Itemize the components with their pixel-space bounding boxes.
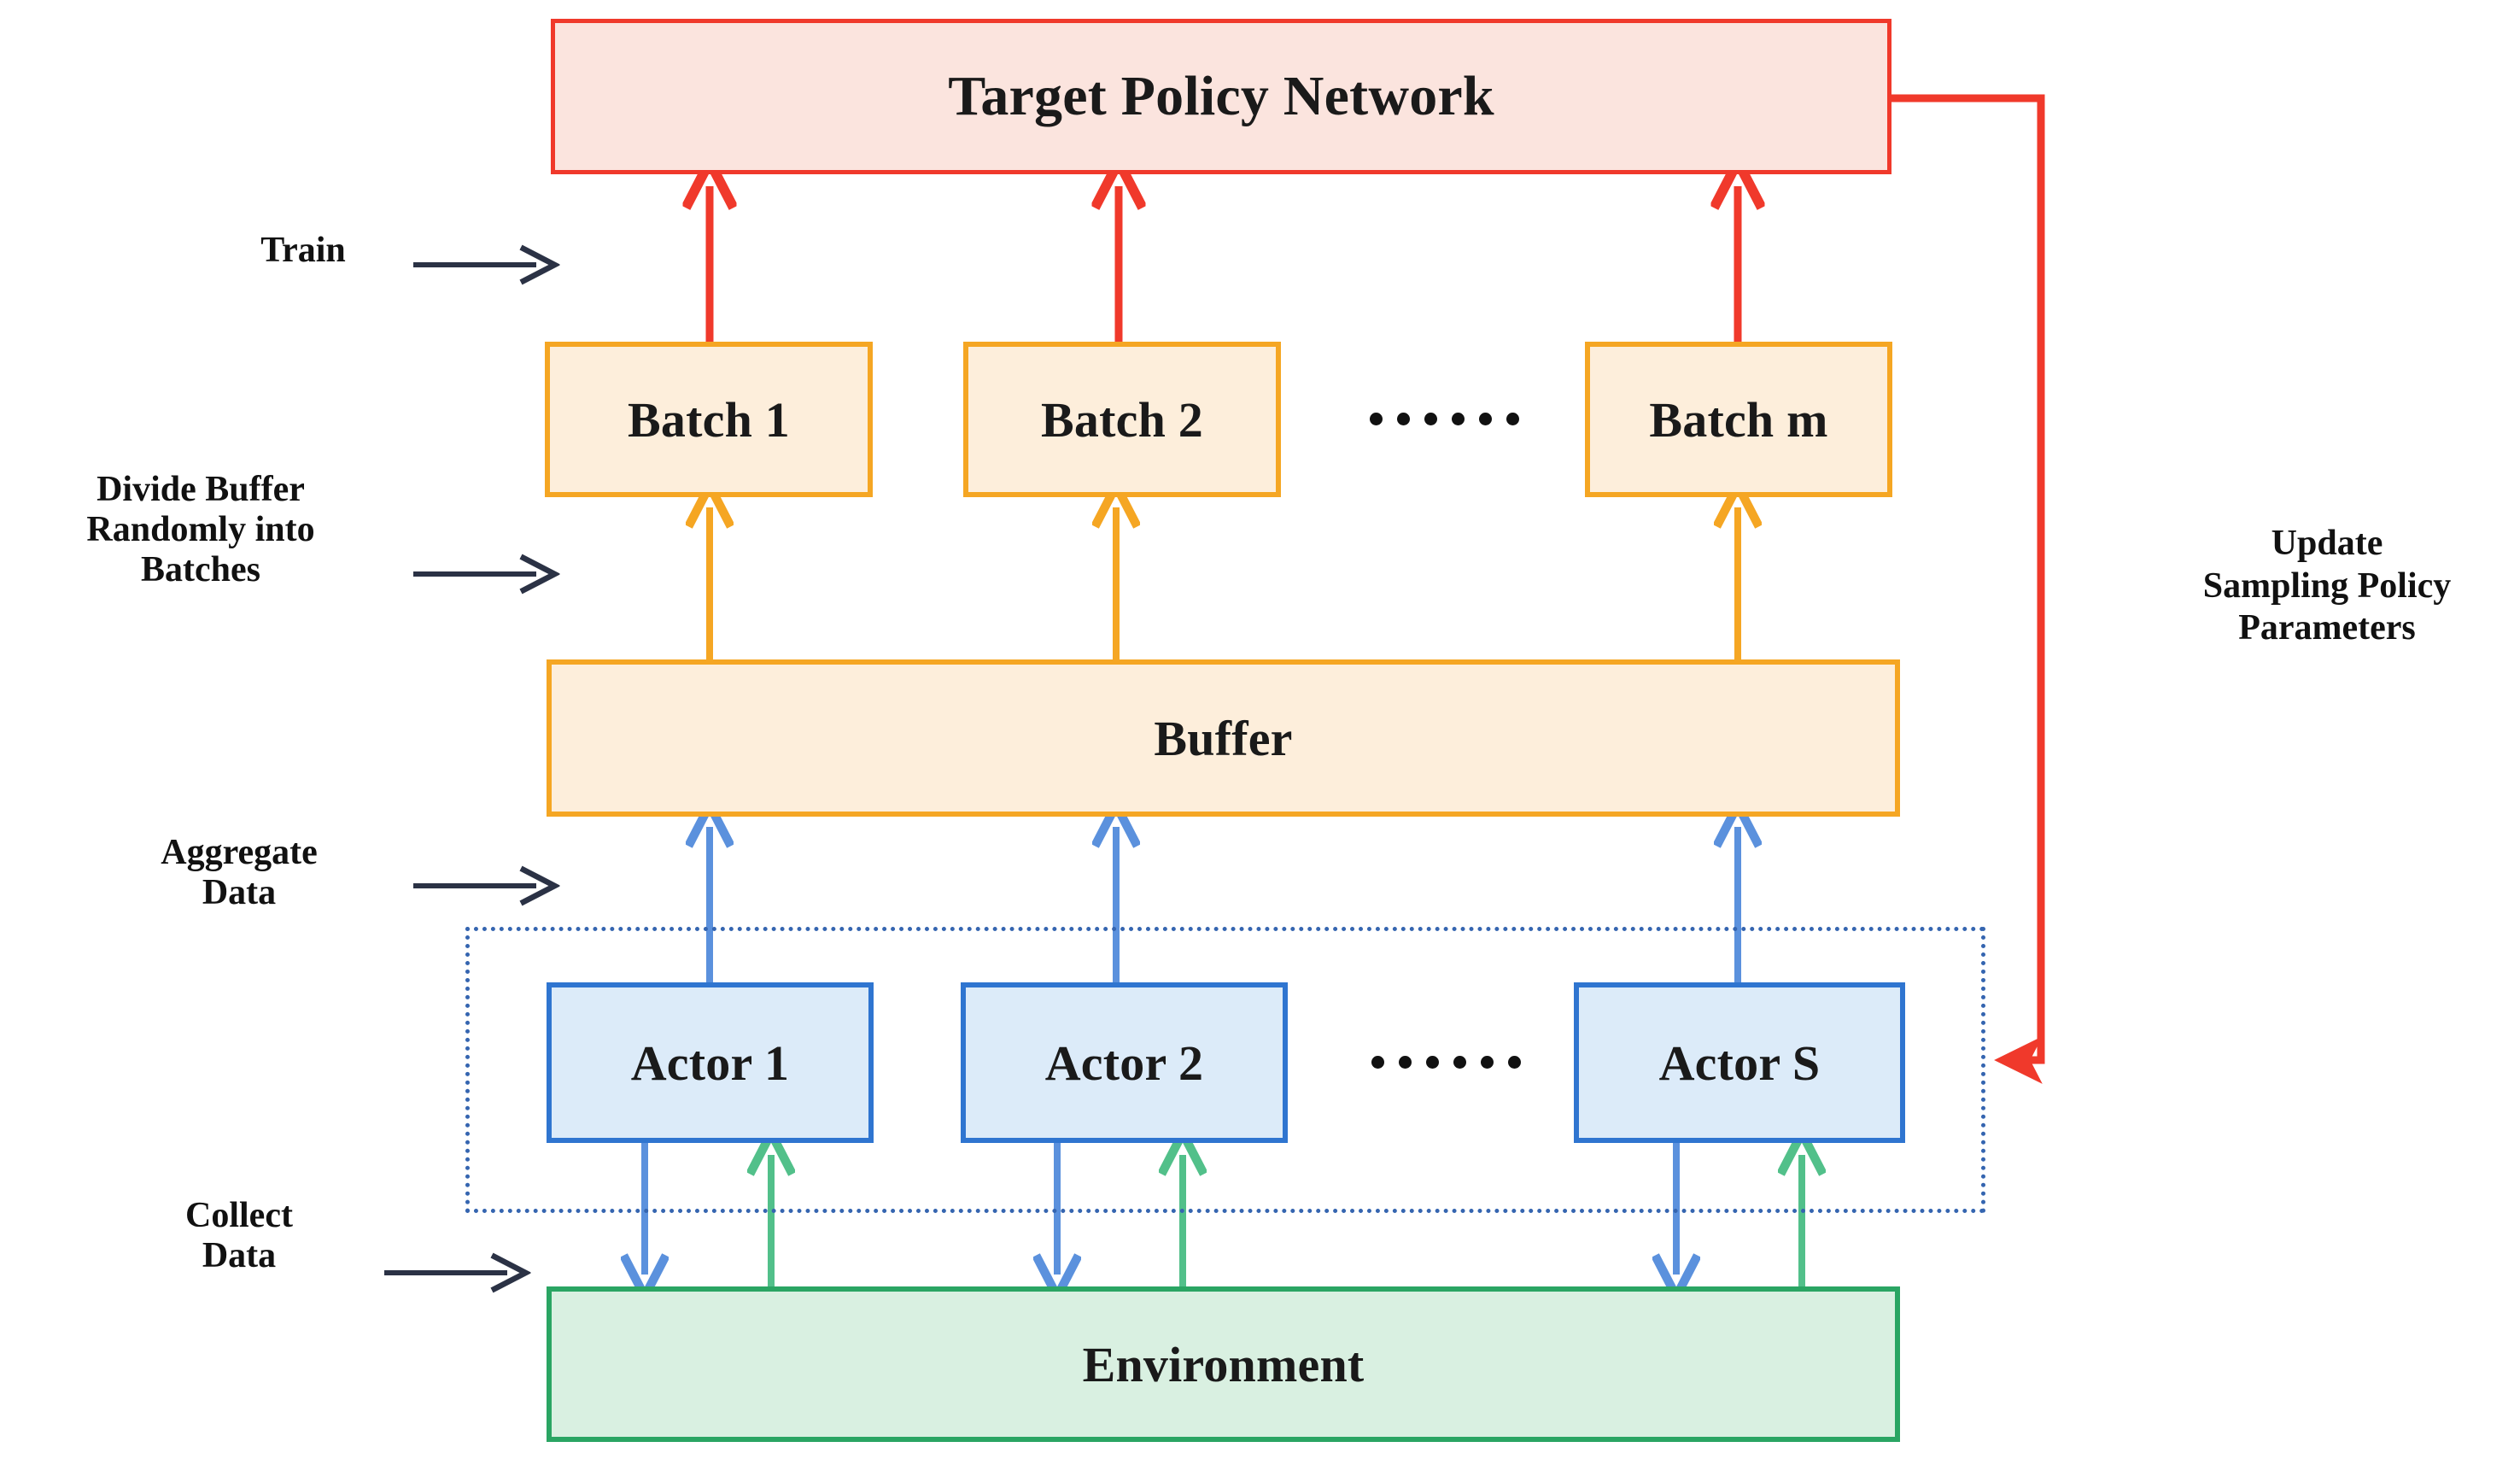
ellipsis-dot [1479,413,1492,425]
stage-label-collect-data: Collect Data [185,1196,293,1276]
stage-label-train: Train [260,231,346,270]
ellipsis-dot [1370,413,1383,425]
ellipsis-dot [1452,413,1465,425]
side-label-update-sampling-policy-parameters: Update Sampling Policy Parameters [2202,524,2452,648]
node-actor-s[interactable]: Actor S [1574,982,1905,1143]
node-batch-2[interactable]: Batch 2 [963,342,1281,497]
actors-group-container [465,927,1985,1213]
ellipsis-dot [1508,1056,1521,1069]
ellipsis-dot [1481,1056,1494,1069]
ellipsis-dot [1453,1056,1466,1069]
node-target-policy-network[interactable]: Target Policy Network [551,19,1891,174]
stage-label-aggregate-data: Aggregate Data [161,833,318,913]
node-batch-1[interactable]: Batch 1 [545,342,873,497]
ellipsis-dot [1399,1056,1412,1069]
ellipsis-batches [1370,413,1519,425]
node-actor-2[interactable]: Actor 2 [961,982,1288,1143]
edge-batch-to-target [710,186,1738,342]
ellipsis-actors [1371,1056,1521,1069]
node-batch-m[interactable]: Batch m [1585,342,1892,497]
node-actor-1[interactable]: Actor 1 [547,982,874,1143]
stage-label-divide-buffer: Divide Buffer Randomly into Batches [86,470,315,590]
ellipsis-dot [1397,413,1410,425]
ellipsis-dot [1506,413,1519,425]
edge-target-to-actors-feedback [1891,94,2045,1084]
ellipsis-dot [1371,1056,1384,1069]
edge-buffer-to-batch [710,507,1738,659]
ellipsis-dot [1424,413,1437,425]
ellipsis-dot [1426,1056,1439,1069]
node-buffer[interactable]: Buffer [547,659,1900,817]
node-environment[interactable]: Environment [547,1286,1900,1442]
